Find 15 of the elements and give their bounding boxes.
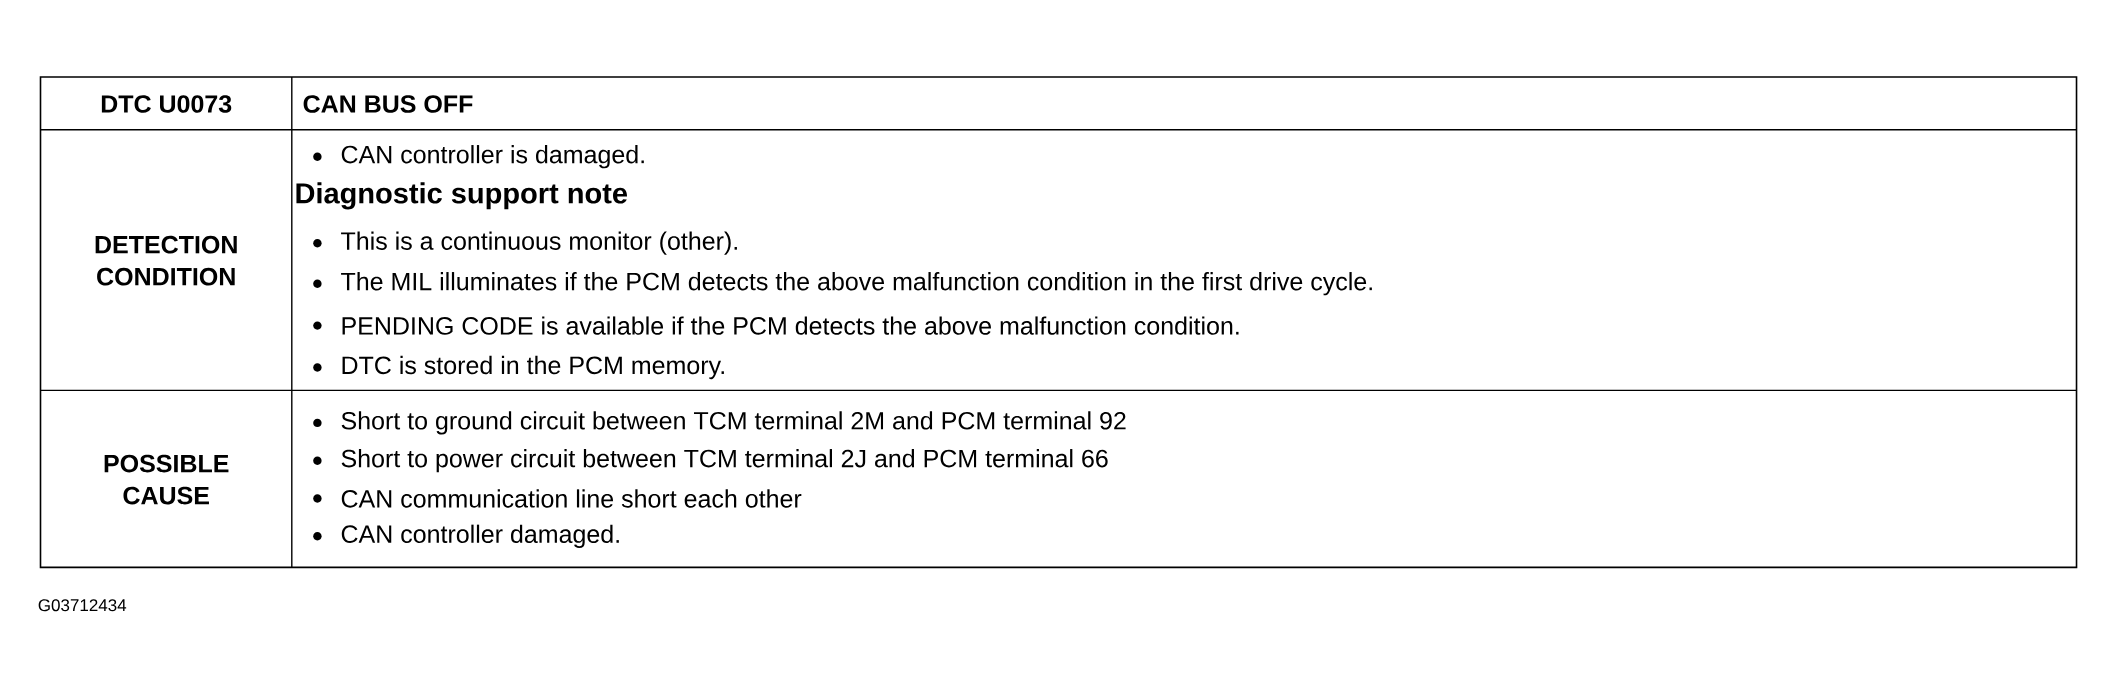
list-item: CAN communication line short each other [341,489,802,508]
list-item: CAN controller damaged. [341,524,619,548]
header-text: CAN BUS OFF [303,95,473,113]
list-item: Short to ground circuit between TCM terminal 2M and PCM terminal 92 [341,411,1126,435]
column-header: DTC U0073 [101,95,232,113]
section-heading: Diagnostic support note [296,182,627,210]
row-heading: POSSIBLE CAUSE [104,454,229,505]
list-item: DTC is stored in the PCM memory. [342,355,724,380]
list-item: This is a continuous monitor (other). [341,231,737,255]
list-item: CAN controller is damaged. [341,145,644,169]
row-heading: DETECTION CONDITION [95,235,237,286]
list-item: Short to power circuit between TCM terminal 2J and PCM terminal 66 [341,449,1108,473]
figure-id: G03712434 [38,599,127,612]
list-item: The MIL illuminates if the PCM detects the above malfunction condition in the first drive cycle. [341,272,1372,296]
list-item: PENDING CODE is available if the PCM detects the above malfunction condition. [342,316,1239,335]
